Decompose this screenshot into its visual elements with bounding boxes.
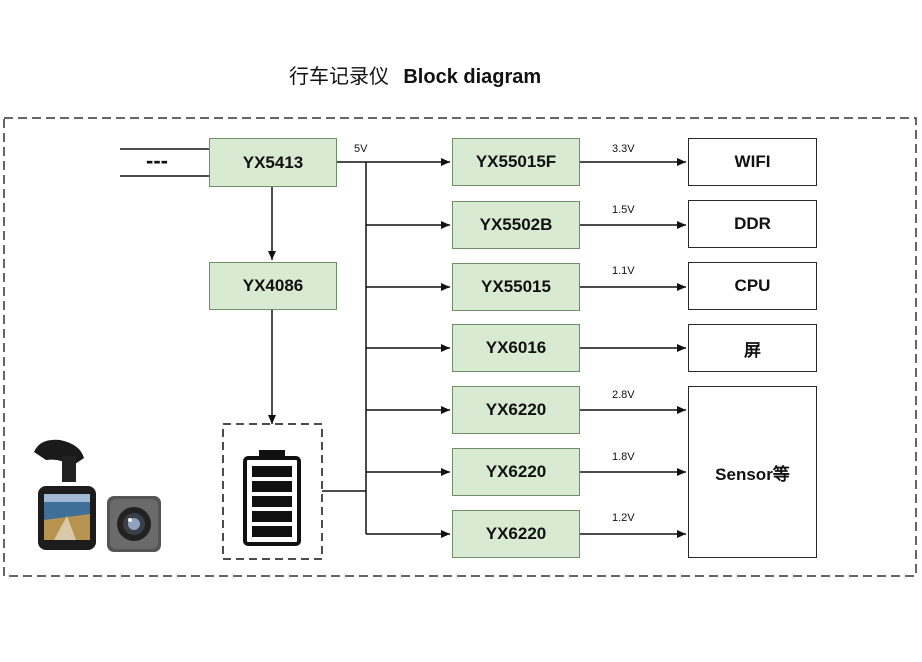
chip-regulator-2: YX55015 bbox=[452, 263, 580, 311]
chip-regulator-5: YX6220 bbox=[452, 448, 580, 496]
chip-yx4086: YX4086 bbox=[209, 262, 337, 310]
reg-voltage-0: 3.3V bbox=[612, 143, 635, 155]
reg-voltage-2: 1.1V bbox=[612, 265, 635, 277]
reg-voltage-5: 1.8V bbox=[612, 451, 635, 463]
outer-dashed-frame bbox=[3, 117, 917, 577]
bus-voltage-label: 5V bbox=[354, 143, 368, 155]
load-screen: 屏 bbox=[688, 324, 817, 372]
battery-cell bbox=[252, 526, 292, 537]
chip-regulator-0: YX55015F bbox=[452, 138, 580, 186]
input-lines bbox=[120, 148, 209, 177]
load-sensor: Sensor等 bbox=[688, 386, 817, 558]
chip-regulator-6: YX6220 bbox=[452, 510, 580, 558]
dashcam-lens-icon bbox=[107, 496, 161, 552]
diagram-title: 行车记录仪 Block diagram bbox=[289, 60, 541, 89]
reg-voltage-6: 1.2V bbox=[612, 512, 635, 524]
dashcam-front-icon bbox=[34, 439, 96, 550]
bus-5v bbox=[322, 161, 367, 534]
load-ddr: DDR bbox=[688, 200, 817, 248]
battery-icon bbox=[243, 450, 301, 546]
battery-cell bbox=[252, 496, 292, 507]
chip-regulator-3: YX6016 bbox=[452, 324, 580, 372]
battery-cell bbox=[252, 481, 292, 492]
battery-cell bbox=[252, 466, 292, 477]
battery-cell bbox=[252, 511, 292, 522]
load-wifi: WIFI bbox=[688, 138, 817, 186]
regulator-to-load-arrows bbox=[580, 158, 686, 538]
title-en: Block diagram bbox=[403, 66, 542, 88]
reg-voltage-1: 1.5V bbox=[612, 204, 635, 216]
chip-regulator-1: YX5502B bbox=[452, 201, 580, 249]
input-dash-label: --- bbox=[146, 148, 168, 173]
bus-to-regulator-arrows bbox=[366, 158, 450, 538]
title-cn: 行车记录仪 bbox=[289, 64, 389, 88]
reg-voltage-4: 2.8V bbox=[612, 389, 635, 401]
chip-regulator-4: YX6220 bbox=[452, 386, 580, 434]
load-cpu: CPU bbox=[688, 262, 817, 310]
chip-yx5413: YX5413 bbox=[209, 138, 337, 187]
